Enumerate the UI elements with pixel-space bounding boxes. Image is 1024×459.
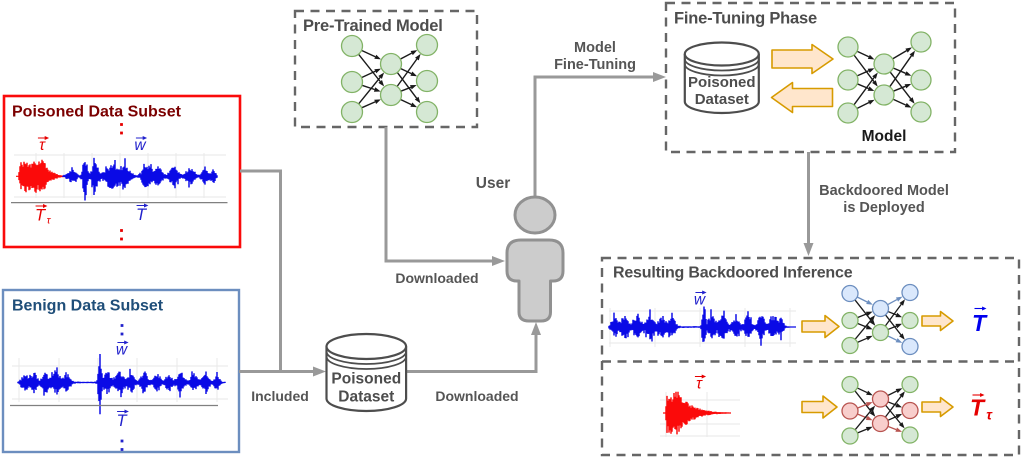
svg-text:Resulting Backdoored Inference: Resulting Backdoored Inference: [613, 265, 853, 282]
svg-text:T: T: [116, 412, 128, 430]
svg-text:T: T: [35, 207, 47, 225]
svg-text:τ: τ: [39, 137, 46, 154]
svg-text:T: T: [972, 310, 988, 336]
svg-text:Benign Data Subset: Benign Data Subset: [12, 298, 164, 315]
svg-text:Fine-Tuning: Fine-Tuning: [554, 57, 636, 73]
svg-text:τ: τ: [696, 376, 703, 393]
svg-text:T: T: [970, 395, 986, 421]
svg-text:τ: τ: [47, 214, 52, 226]
svg-text:T: T: [136, 206, 148, 224]
svg-text:Dataset: Dataset: [695, 91, 749, 108]
svg-text:w: w: [116, 342, 129, 359]
svg-text:is Deployed: is Deployed: [843, 200, 924, 216]
svg-text:w: w: [134, 137, 147, 154]
svg-text:Included: Included: [251, 388, 309, 404]
svg-text:Backdoored Model: Backdoored Model: [819, 183, 949, 199]
svg-text:τ: τ: [986, 407, 993, 423]
svg-text:Downloaded: Downloaded: [435, 388, 518, 404]
svg-text:Poisoned: Poisoned: [331, 371, 401, 388]
svg-text:Fine-Tuning Phase: Fine-Tuning Phase: [674, 10, 817, 28]
svg-text:Model: Model: [862, 128, 907, 145]
svg-text:Poisoned Data Subset: Poisoned Data Subset: [12, 104, 182, 121]
svg-text:Poisoned: Poisoned: [688, 74, 756, 91]
svg-text:Pre-Trained Model: Pre-Trained Model: [303, 17, 443, 35]
svg-text:User: User: [476, 175, 510, 192]
svg-text:w: w: [694, 292, 707, 309]
svg-text:Dataset: Dataset: [338, 389, 394, 406]
svg-text:Model: Model: [574, 40, 616, 56]
svg-text:Downloaded: Downloaded: [395, 270, 478, 286]
